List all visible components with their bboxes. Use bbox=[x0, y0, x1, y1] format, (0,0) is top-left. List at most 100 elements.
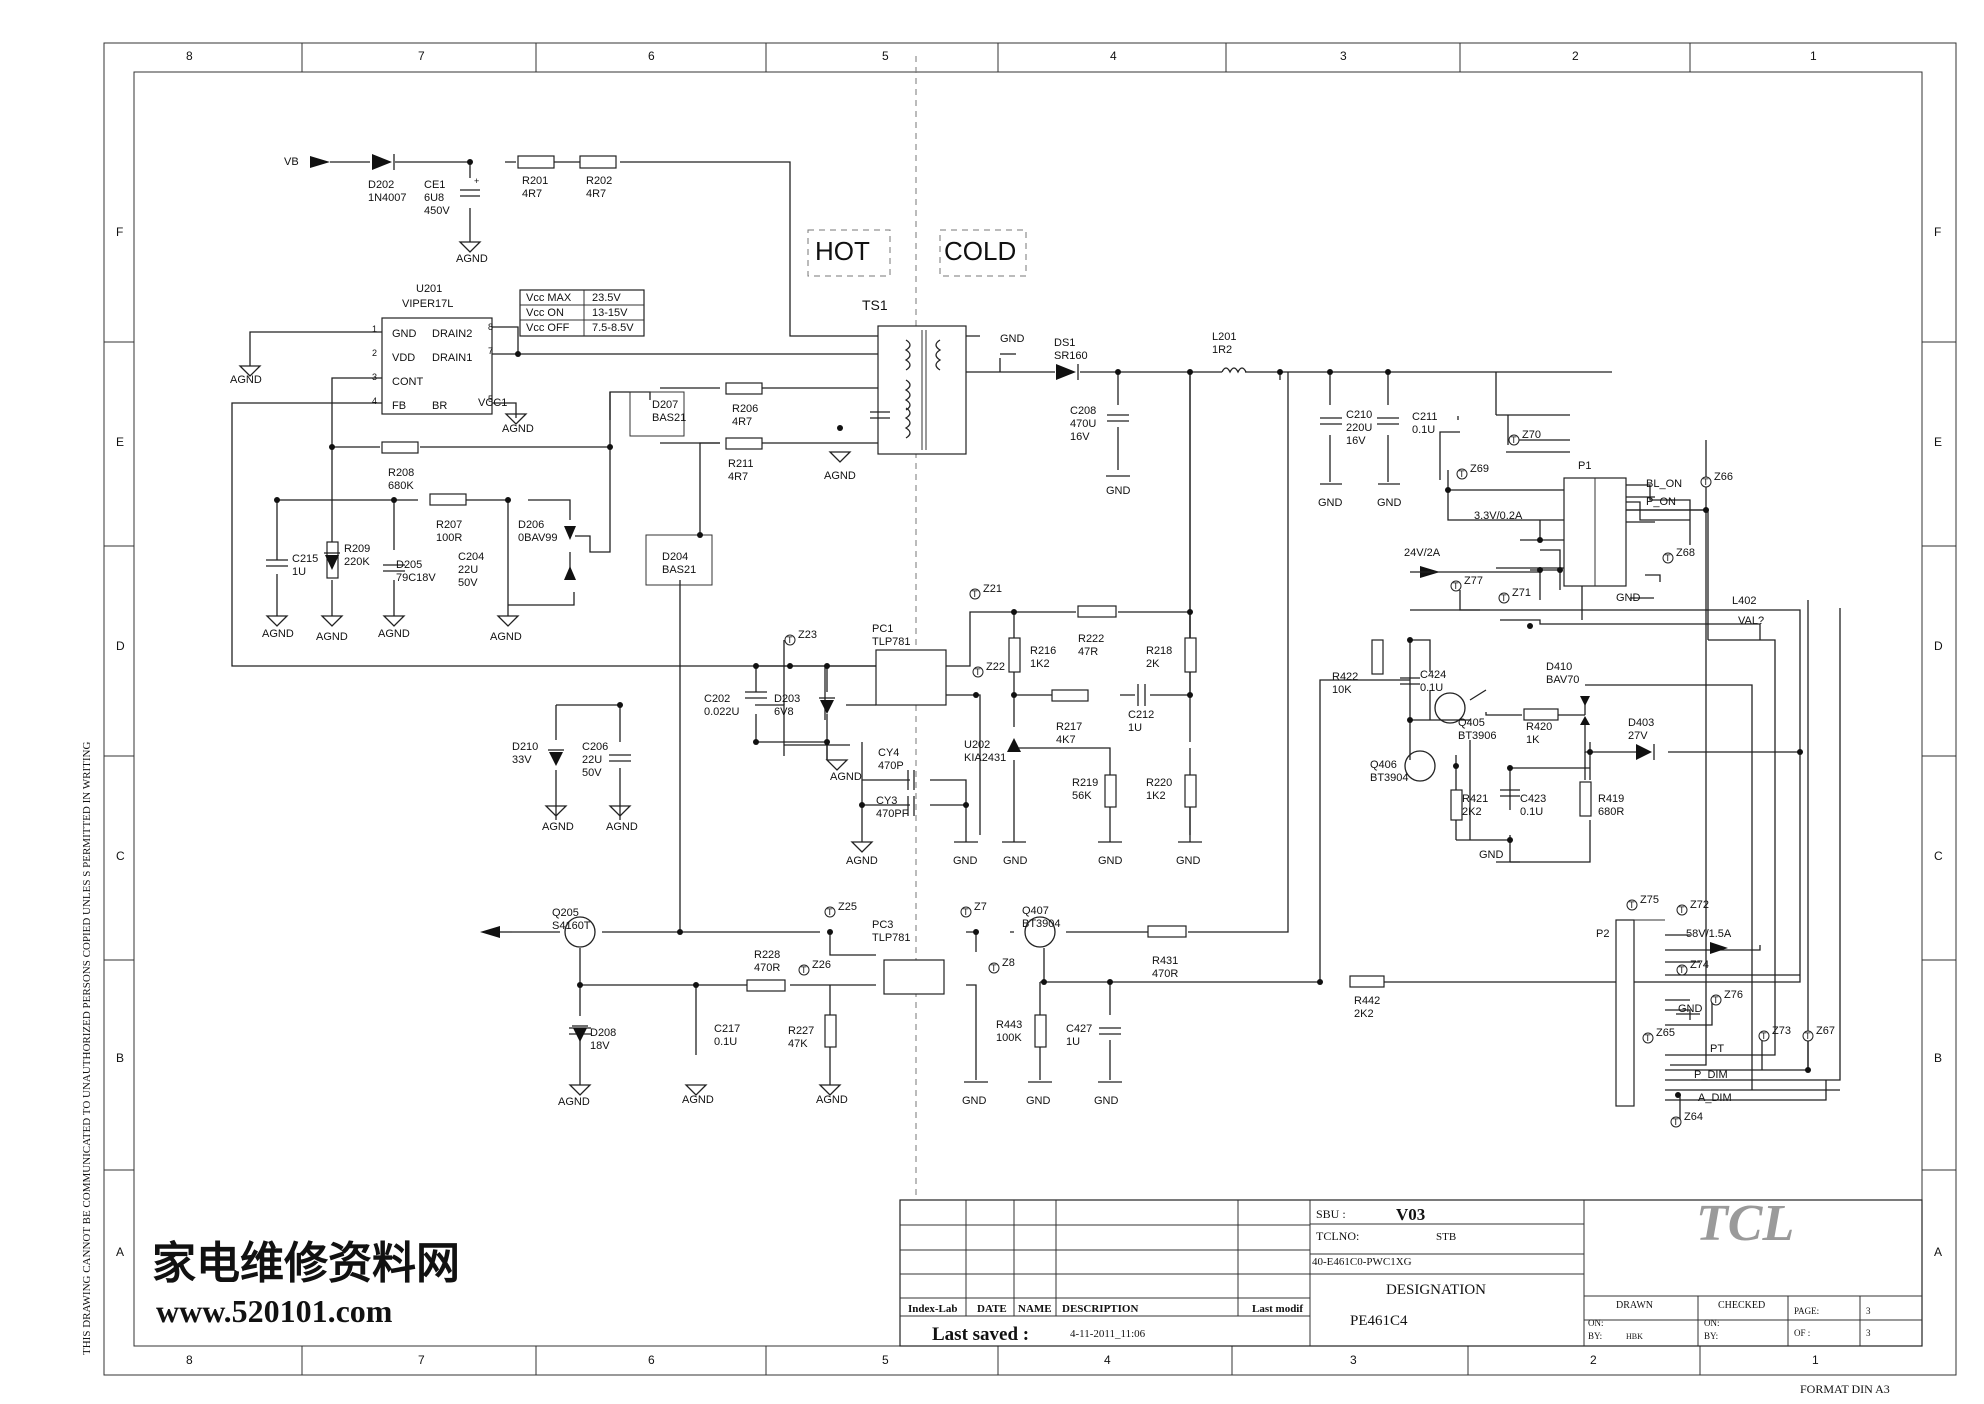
tcl-logo: TCL bbox=[1696, 1195, 1794, 1252]
c204-value: 22U bbox=[458, 564, 478, 576]
svg-text:T: T bbox=[1679, 965, 1685, 975]
agnd-label-12: AGND bbox=[846, 855, 878, 867]
title-block bbox=[899, 1199, 1923, 1347]
diode-symbols bbox=[324, 391, 1655, 1042]
u201-pin-name: DRAIN1 bbox=[432, 352, 472, 364]
c215-value: 1U bbox=[292, 566, 306, 578]
testpoint-z64: T Z64 bbox=[1670, 1111, 1703, 1128]
row-label: F bbox=[116, 225, 123, 239]
a-dim-label: A_DIM bbox=[1698, 1092, 1732, 1104]
grid-ticks bbox=[104, 43, 1956, 1375]
r202-symbol bbox=[579, 155, 617, 169]
r218-ref: R218 bbox=[1146, 645, 1172, 657]
inner-frame bbox=[133, 71, 1923, 1347]
ds1-symbol bbox=[1056, 364, 1079, 380]
part-code: 40-E461C0-PWC1XG bbox=[1312, 1256, 1412, 1268]
r201-value: 4R7 bbox=[522, 188, 542, 200]
testpoint-label: Z68 bbox=[1676, 547, 1695, 559]
svg-text:T: T bbox=[1665, 553, 1671, 563]
u201-pin-name: DRAIN2 bbox=[432, 328, 472, 340]
r227-value: 47K bbox=[788, 1038, 808, 1050]
c423-ref: C423 bbox=[1520, 793, 1546, 805]
c424-ref: C424 bbox=[1420, 669, 1446, 681]
r216-ref: R216 bbox=[1030, 645, 1056, 657]
bl-on-label: BL_ON bbox=[1646, 478, 1682, 490]
svg-text:T: T bbox=[975, 667, 981, 677]
svg-text:T: T bbox=[1673, 1117, 1679, 1127]
p-dim-label: P_DIM bbox=[1694, 1069, 1728, 1081]
r431-value: 470R bbox=[1152, 968, 1178, 980]
ds1-ref: DS1 bbox=[1054, 337, 1075, 349]
testpoint-label: Z7 bbox=[974, 901, 987, 913]
r201-ref: R201 bbox=[522, 175, 548, 187]
svg-text:T: T bbox=[1679, 905, 1685, 915]
testpoint-z68: T Z68 bbox=[1662, 547, 1695, 564]
gnd-label-q: GND bbox=[1479, 849, 1504, 861]
column-label: 4 bbox=[1110, 49, 1117, 63]
testpoint-label: Z77 bbox=[1464, 575, 1483, 587]
r420-ref: R420 bbox=[1526, 721, 1552, 733]
ce1-rating: 450V bbox=[424, 205, 450, 217]
sbu-label: SBU : bbox=[1316, 1207, 1346, 1221]
r207-ref: R207 bbox=[436, 519, 462, 531]
row-label: F bbox=[1934, 225, 1941, 239]
d202-value: 1N4007 bbox=[368, 192, 407, 204]
r228-value: 470R bbox=[754, 962, 780, 974]
row-label: E bbox=[1934, 435, 1942, 449]
c210-rating: 16V bbox=[1346, 435, 1366, 447]
column-label: 6 bbox=[648, 1353, 655, 1367]
d210-value: 33V bbox=[512, 754, 532, 766]
column-label: 5 bbox=[882, 1353, 889, 1367]
row-label: D bbox=[116, 639, 125, 653]
row-label: B bbox=[1934, 1051, 1942, 1065]
testpoint-label: Z71 bbox=[1512, 587, 1531, 599]
testpoint-label: Z64 bbox=[1684, 1111, 1703, 1123]
column-label: 6 bbox=[648, 49, 655, 63]
testpoint-label: Z72 bbox=[1690, 899, 1709, 911]
r206-ref: R206 bbox=[732, 403, 758, 415]
v58-label: 58V/1.5A bbox=[1686, 928, 1732, 940]
vb-label: VB bbox=[284, 156, 299, 168]
of-value: 3 bbox=[1866, 1328, 1871, 1338]
page-label: PAGE: bbox=[1794, 1306, 1819, 1316]
d203-ref: D203 bbox=[774, 693, 800, 705]
cy3-ref: CY3 bbox=[876, 795, 897, 807]
d204-value: BAS21 bbox=[662, 564, 696, 576]
index-lab: Index-Lab bbox=[908, 1303, 958, 1315]
c210-value: 220U bbox=[1346, 422, 1372, 434]
u201-pin-name: GND bbox=[392, 328, 417, 340]
c206-value: 22U bbox=[582, 754, 602, 766]
column-label: 7 bbox=[418, 1353, 425, 1367]
r220-ref: R220 bbox=[1146, 777, 1172, 789]
c206-rating: 50V bbox=[582, 767, 602, 779]
name-col: NAME bbox=[1018, 1303, 1052, 1315]
u201-pin-name: VDD bbox=[392, 352, 415, 364]
testpoint-label: Z75 bbox=[1640, 894, 1659, 906]
d207-ref: D207 bbox=[652, 399, 678, 411]
u201-pin-number: 1 bbox=[372, 324, 377, 334]
ground-symbols bbox=[238, 241, 1700, 1096]
